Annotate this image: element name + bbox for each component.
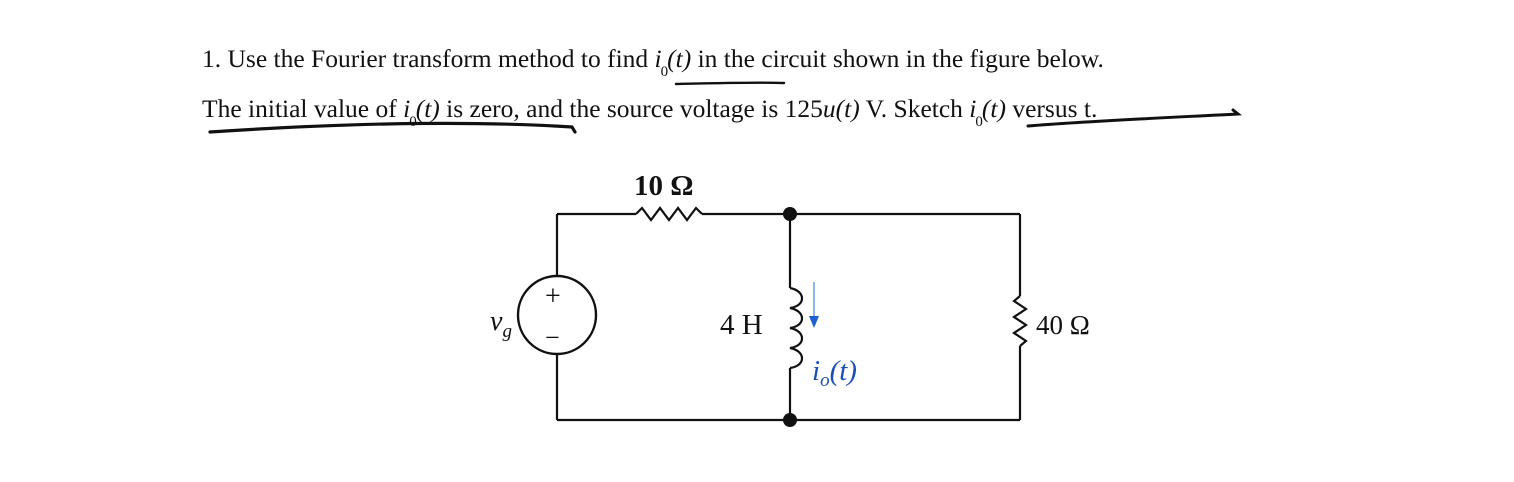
- source-plus: +: [545, 281, 561, 312]
- problem-line-1: 1. Use the Fourier transform method to f…: [202, 36, 1492, 86]
- problem-statement: 1. Use the Fourier transform method to f…: [202, 36, 1492, 136]
- source-minus: −: [545, 323, 560, 352]
- problem-number: 1.: [202, 44, 222, 73]
- current-label-sub: o: [820, 370, 830, 391]
- argument: (t): [981, 94, 1006, 123]
- current-symbol: i: [403, 94, 411, 123]
- inductor-label: 4 H: [720, 309, 763, 341]
- argument: (t): [835, 94, 860, 123]
- resistor-10-ohm: [635, 206, 703, 222]
- current-label-arg: (t): [830, 355, 857, 387]
- resistor1-label: 10 Ω: [634, 170, 693, 202]
- text-segment: in the circuit shown in the figure below…: [691, 44, 1104, 73]
- step-function-symbol: u: [822, 94, 836, 123]
- resistor2-label: 40 Ω: [1036, 310, 1090, 340]
- current-label-main: i: [812, 355, 820, 387]
- text-segment: is zero, and the source voltage is 125: [439, 94, 823, 123]
- current-symbol: i: [969, 94, 977, 123]
- argument: (t): [667, 44, 692, 73]
- inductor-4h: [789, 286, 804, 370]
- argument: (t): [415, 94, 440, 123]
- current-label: io(t): [812, 355, 857, 391]
- current-arrowhead-icon: [809, 316, 819, 328]
- circuit-wires: [516, 206, 1028, 422]
- text-segment: Use the Fourier transform method to find: [221, 44, 655, 73]
- source-label: vg: [490, 306, 512, 342]
- subscript: 0: [975, 114, 983, 130]
- text-segment: The initial value of: [202, 94, 404, 123]
- node-bottom: [783, 413, 797, 427]
- node-top: [783, 207, 797, 221]
- source-label-sub: g: [502, 321, 512, 342]
- current-symbol: i: [654, 44, 662, 73]
- subscript: 0: [660, 64, 669, 80]
- resistor-40-ohm: [1012, 295, 1028, 347]
- text-segment: V. Sketch: [859, 94, 970, 123]
- problem-line-2: The initial value of i0(t) is zero, and …: [202, 86, 1492, 136]
- source-label-main: v: [490, 306, 503, 337]
- voltage-source: [516, 274, 598, 356]
